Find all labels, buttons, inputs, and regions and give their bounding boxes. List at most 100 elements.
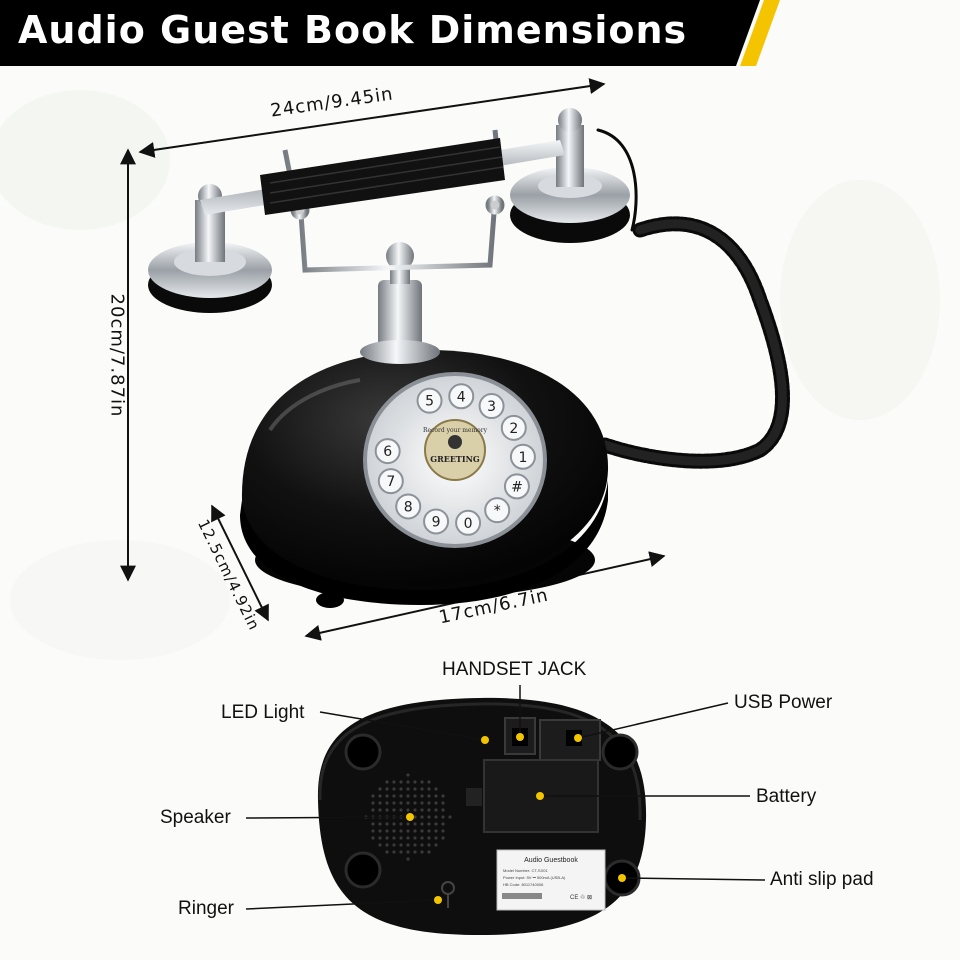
speaker-hole: [399, 808, 403, 812]
speaker-hole: [413, 787, 417, 791]
speaker-hole: [378, 808, 382, 812]
width-dimension-line: [138, 78, 606, 158]
speaker-hole: [434, 794, 438, 798]
speaker-hole: [399, 822, 403, 826]
speaker-hole: [392, 808, 396, 812]
dial-key: [478, 393, 505, 420]
speaker-hole: [378, 836, 382, 840]
speaker-hole: [420, 801, 424, 805]
speaker-hole: [385, 850, 389, 854]
speaker-hole: [371, 794, 375, 798]
page-title: Audio Guest Book Dimensions: [18, 8, 688, 52]
speaker-hole: [434, 787, 438, 791]
dial-key-label: 0: [464, 516, 473, 532]
handset-jack-label: HANDSET JACK: [442, 659, 587, 680]
speaker-hole: [441, 815, 445, 819]
speaker-hole: [399, 780, 403, 784]
speaker-hole: [420, 850, 424, 854]
speaker-hole: [427, 836, 431, 840]
dial-center-top: Record your memory: [423, 427, 488, 434]
speaker-hole: [441, 801, 445, 805]
speaker-hole: [399, 829, 403, 833]
dial-key: [455, 509, 482, 536]
speaker-hole: [385, 801, 389, 805]
speaker-hole: [392, 850, 396, 854]
speaker-hole: [392, 829, 396, 833]
speaker-hole: [385, 808, 389, 812]
dial-key-label: 9: [432, 514, 441, 530]
speaker-hole: [441, 836, 445, 840]
dial-key: [416, 387, 443, 414]
speaker-hole: [378, 787, 382, 791]
speaker-hole: [406, 794, 410, 798]
ringer-label: Ringer: [178, 898, 234, 919]
sticker-title: Audio Guestbook: [524, 857, 578, 864]
dial-key: [448, 383, 475, 410]
callout-markers: [406, 733, 626, 904]
anti-slip-pad-label: Anti slip pad: [770, 869, 874, 890]
dial-key-label: *: [494, 503, 501, 519]
speaker-hole: [420, 822, 424, 826]
anti-slip-pad-icon: [344, 851, 382, 889]
speaker-hole: [392, 787, 396, 791]
speaker-hole: [406, 836, 410, 840]
dial-key: [500, 414, 527, 441]
speaker-hole: [371, 801, 375, 805]
dial-key-label: 8: [404, 499, 413, 515]
speaker-grille: [364, 773, 452, 861]
speaker-hole: [413, 815, 417, 819]
speaker-hole: [420, 815, 424, 819]
speaker-hole: [413, 843, 417, 847]
speaker-hole: [427, 829, 431, 833]
speaker-hole: [399, 843, 403, 847]
speaker-hole: [378, 794, 382, 798]
dial-key: [423, 508, 450, 535]
speaker-hole: [427, 801, 431, 805]
speaker-hole: [371, 808, 375, 812]
dial-key: [503, 473, 530, 500]
speaker-hole: [385, 843, 389, 847]
speaker-hole: [413, 808, 417, 812]
speaker-hole: [441, 829, 445, 833]
speaker-hole: [434, 808, 438, 812]
anti-slip-pad-icon: [601, 733, 639, 771]
speaker-hole: [385, 787, 389, 791]
speaker-hole: [434, 815, 438, 819]
speaker-hole: [434, 829, 438, 833]
handset: [148, 108, 630, 313]
sticker-line: Power Input: 5V ⎓ 500mA (USB-A): [503, 875, 566, 880]
dial-key: [484, 497, 511, 524]
speaker-hole: [413, 822, 417, 826]
dial-key-label: 3: [487, 399, 496, 415]
speaker-hole: [406, 829, 410, 833]
speaker-hole: [413, 801, 417, 805]
speaker-hole: [392, 843, 396, 847]
speaker-hole: [420, 836, 424, 840]
product-sticker: [496, 849, 606, 911]
title-banner: [0, 0, 780, 66]
speaker-hole: [371, 822, 375, 826]
dial-center-label: GREETING: [430, 454, 480, 464]
usb-power-label: USB Power: [734, 692, 833, 713]
speaker-hole: [427, 794, 431, 798]
banner-accent-stripe: [740, 0, 780, 66]
dial-key: [374, 438, 401, 465]
speaker-hole: [385, 780, 389, 784]
speaker-hole: [420, 787, 424, 791]
speaker-hole: [406, 822, 410, 826]
dial-key-label: 4: [457, 389, 466, 405]
speaker-hole: [441, 794, 445, 798]
speaker-hole: [385, 836, 389, 840]
speaker-hole: [420, 780, 424, 784]
speaker-hole: [406, 787, 410, 791]
dial-key-label: #: [511, 479, 523, 495]
speaker-hole: [378, 843, 382, 847]
speaker-hole: [420, 843, 424, 847]
speaker-hole: [399, 801, 403, 805]
speaker-hole: [413, 836, 417, 840]
speaker-hole: [371, 829, 375, 833]
speaker-hole: [385, 794, 389, 798]
speaker-hole: [399, 794, 403, 798]
